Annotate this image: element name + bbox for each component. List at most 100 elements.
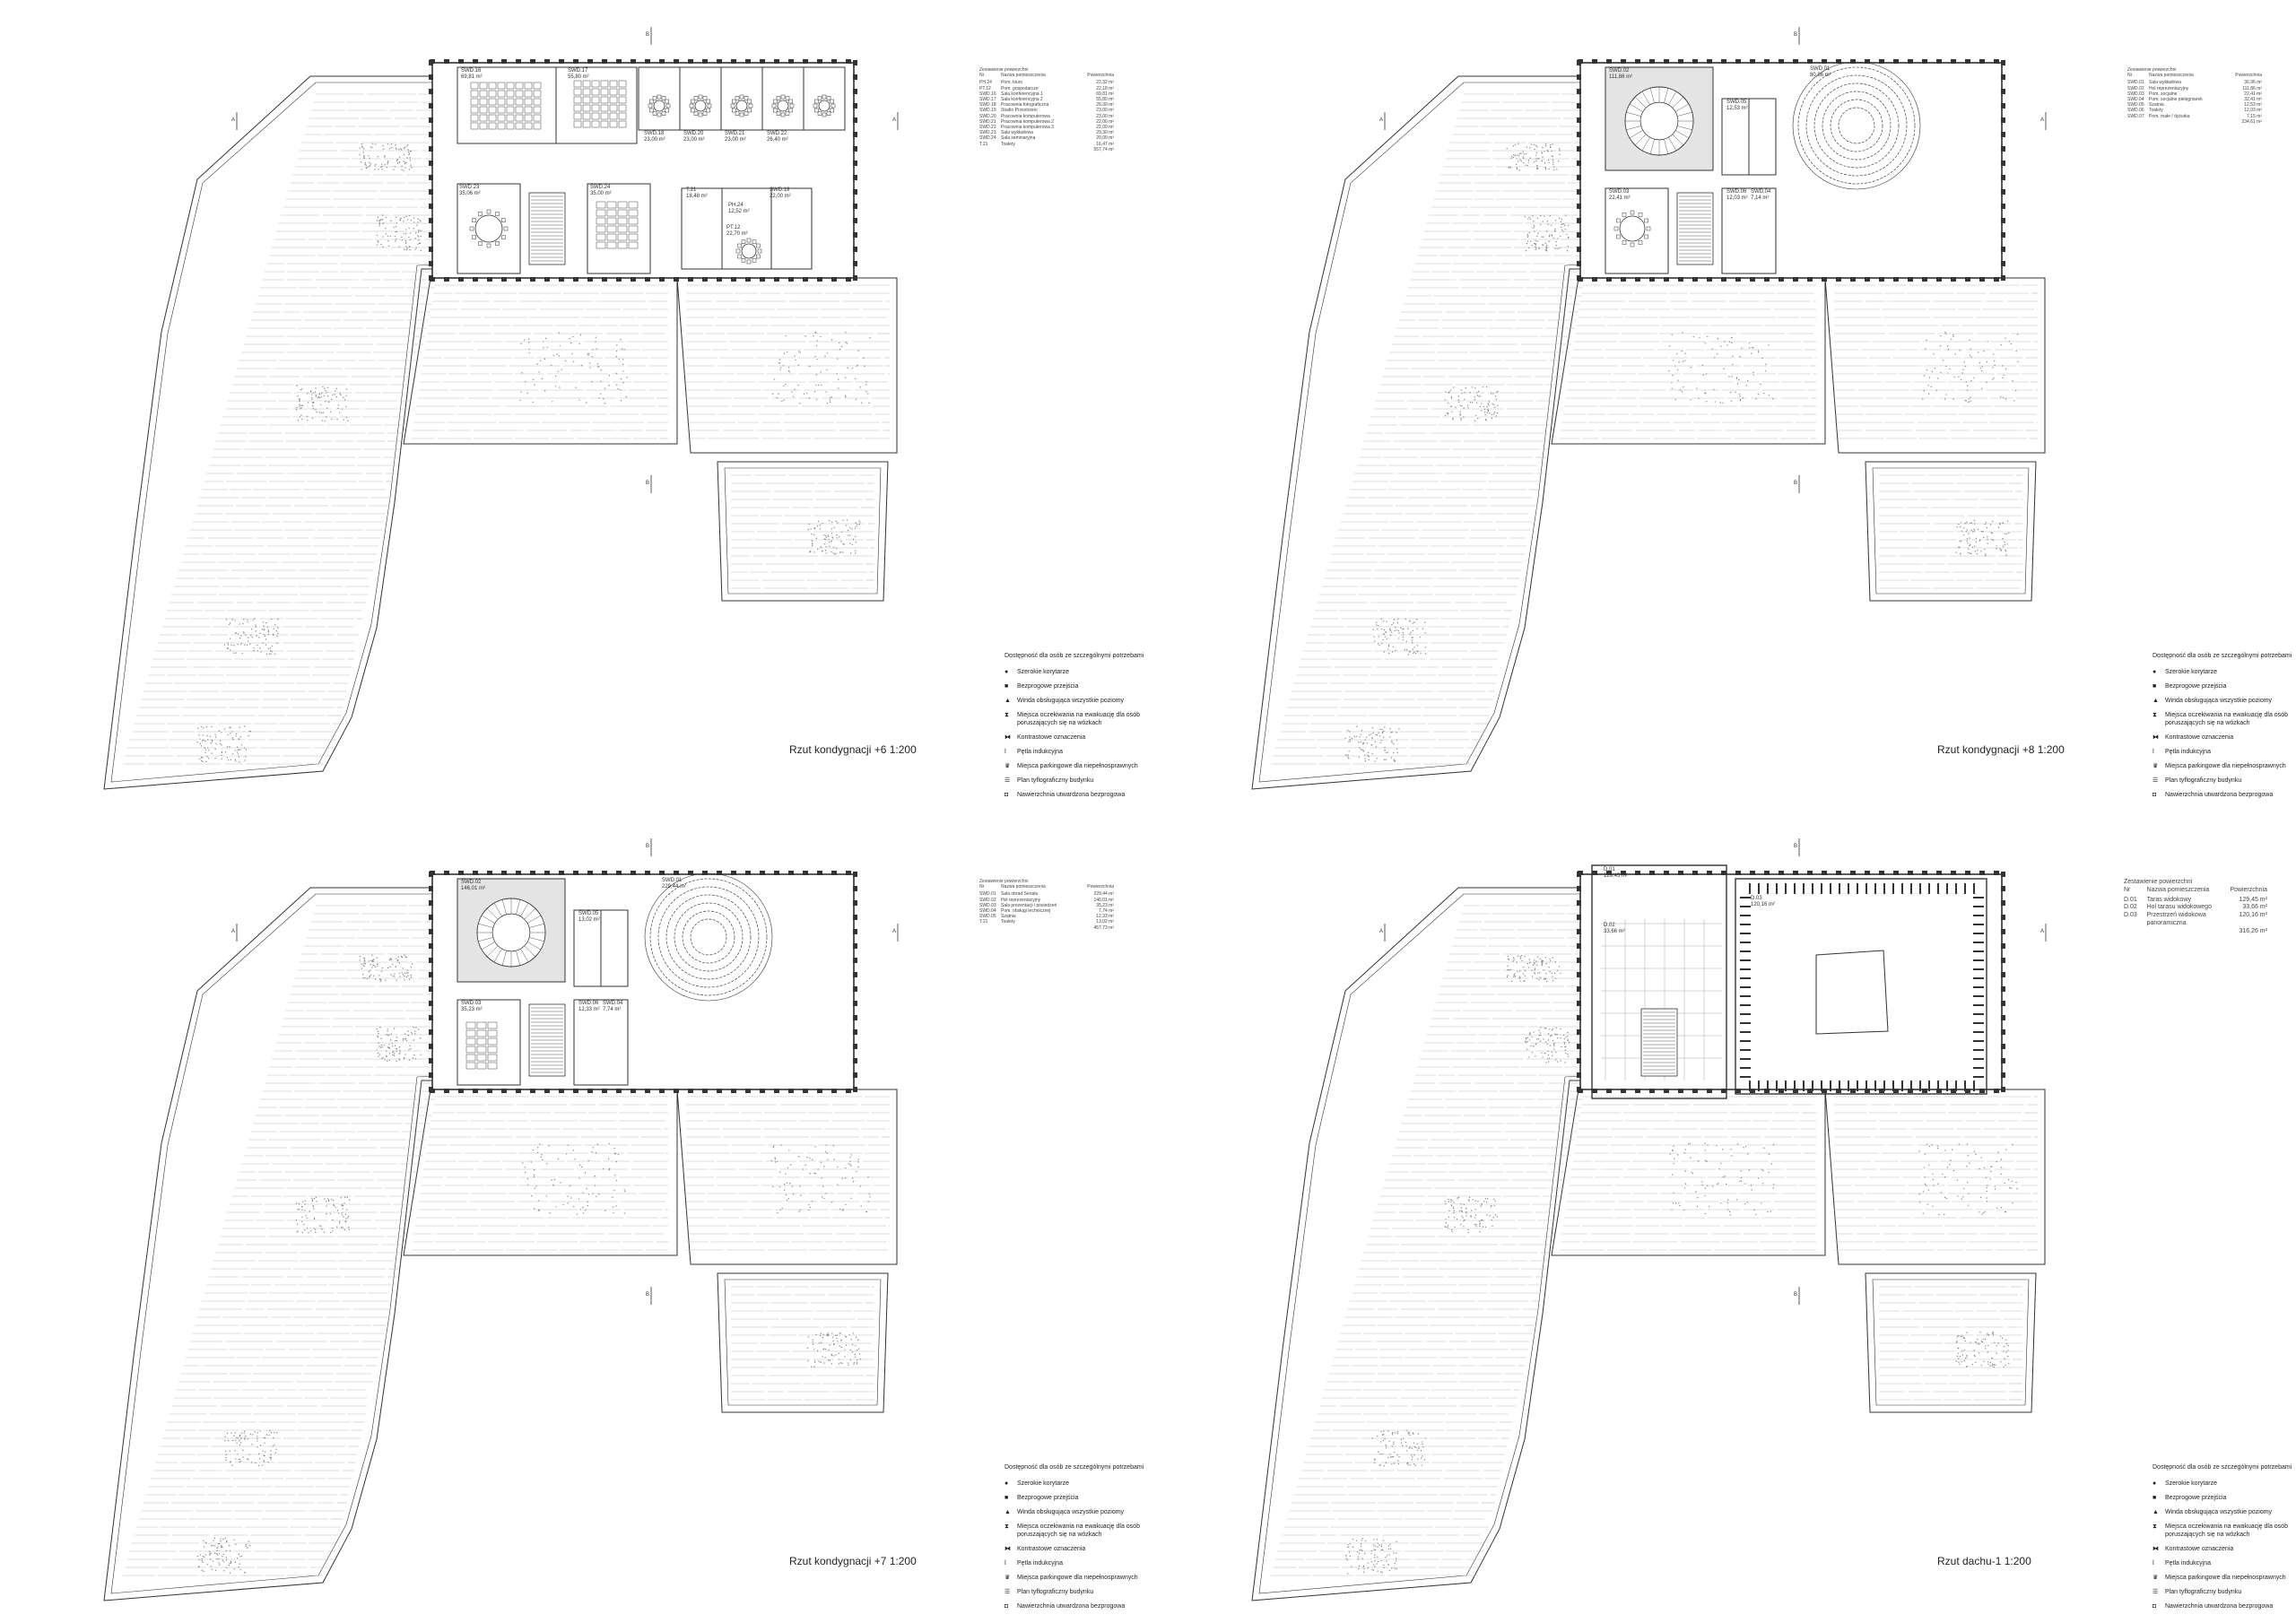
west-arrow-icon: A [231,117,235,123]
header-cell: Powierzchnia [2235,73,2262,79]
room-area: 35,00 m² [590,191,612,196]
circle-icon: ● [2152,669,2157,675]
table-cell: Pom. małe / dyżurka [2149,113,2190,119]
accessibility-legend: Dostępność dla osób ze szczególnymi potr… [1004,1463,1175,1617]
legend-label: Bezprogowe przejścia [2165,683,2227,690]
legend-item: ☰Plan tyflograficzny budynku [1004,777,1175,785]
legend-item: ⧗ Miejsca oczekiwania na ewakuację dla os… [2152,1523,2296,1539]
legend-title: Dostępność dla osób ze szczególnymi potr… [1004,1464,1144,1471]
lines-icon: ☰ [1004,777,1011,784]
legend-title: Dostępność dla osób ze szczególnymi potr… [2152,1464,2292,1471]
legend-item: ♛Miejsca parkingowe dla niepełnosprawnyc… [2152,762,2296,770]
table-cell: SWD.06 [2127,108,2144,114]
table-row: SWD.03 Pom. socjalne 22,41 m² [2127,91,2262,97]
legend-label: Miejsca oczekiwania na ewakuację dla osó… [1017,712,1140,726]
header-cell: Nr [2124,886,2131,893]
legend-label: Kontrastowe oznaczenia [2165,734,2234,741]
room-area: 23,00 m² [725,137,746,143]
legend-label: Miejsca parkingowe dla niepełnosprawnych [2165,1575,2286,1581]
north-arrow-icon: B [1794,844,1797,849]
table-cell: Pom. biuro [1001,80,1023,86]
legend-title: Dostępność dla osób ze szczególnymi potr… [1004,653,1144,659]
legend-label: Szerokie korytarze [1017,669,1069,675]
table-cell: 69,81 m² [1096,91,1114,97]
legend-label: Winda obsługująca wszystkie poziomy [1017,1509,1125,1515]
table-cell: SWD.05 [2127,102,2144,108]
room-label: SWD.05 [578,911,599,916]
table-cell: SWD.21 [979,118,996,125]
table-cell [979,147,1001,152]
site-paving [103,887,898,1601]
table-cell: Pracownia komputerowa 3 [1001,125,1054,131]
table-cell [1001,147,1076,152]
table-cell [979,925,1001,931]
bar-icon: ǀ [1004,1560,1006,1567]
legend-label: Szerokie korytarze [2165,1480,2217,1487]
table-cell: SWD.22 [979,125,996,131]
triangle-icon: ▲ [1004,698,1011,704]
legend-label: Miejsca parkingowe dla niepełnosprawnych [1017,763,1138,769]
room-label: SWD.02 [461,880,482,885]
table-row: 557,74 m² [979,147,1114,152]
legend-item: ♛Miejsca parkingowe dla niepełnosprawnyc… [2152,1574,2296,1582]
room-area: 12,53 m² [1726,106,1748,111]
table-cell: 12,33 m² [1096,914,1114,920]
room-area: 80,86 m² [1810,73,1831,78]
table-cell: 16,47 m² [1096,141,1114,147]
triangle-icon: ▲ [2152,1509,2159,1515]
table-row: 316,26 m² [2124,928,2267,936]
table-cell: 12,03 m² [2244,108,2262,114]
bar-icon: ǀ [1004,749,1006,755]
table-cell [1001,925,1076,931]
table-cell: Pom. socjalne [2149,91,2178,97]
room-label: PT.12 [726,225,741,230]
table-cell: 33,66 m² [2242,904,2267,911]
area-schedule-caption: Zestawienie powierzchni [2127,67,2177,73]
room-area: 23,00 m² [683,137,705,143]
legend-label: Plan tyflograficzny budynku [2165,777,2242,784]
west-arrow-icon: A [1379,117,1383,123]
table-cell: Pom. obsługi technicznej [1001,908,1051,915]
room-label: SWD.20 [683,131,704,136]
room-label: D.03 [1751,896,1762,901]
legend-item: ǀ Pętla indukcyjna [1004,1559,1175,1567]
hourglass-icon: ⧗ [2152,1523,2157,1530]
hourglass-icon: ⧗ [1004,1523,1009,1530]
legend-item: ▲ Winda obsługująca wszystkie poziomy [2152,1508,2296,1516]
legend-label: Kontrastowe oznaczenia [1017,734,1086,741]
legend-item: ⧗Miejsca oczekiwania na ewakuację dla os… [1004,711,1175,727]
accessibility-legend: Dostępność dla osób ze szczególnymi potr… [2152,1463,2296,1617]
header-cell: Nr [2127,73,2133,79]
legend-label: Bezprogowe przejścia [2165,1495,2227,1501]
table-cell: 22,41 m² [2244,91,2262,97]
legend-label: Winda obsługująca wszystkie poziomy [2165,1509,2273,1515]
table-cell: Hol reprezentacyjny [2149,85,2189,91]
table-cell: Szatnia [1001,914,1016,920]
table-cell: 23,00 m² [1096,113,1114,119]
framed-square-icon: ◘ [1004,792,1009,798]
legend-label: Miejsca oczekiwania na ewakuację dla osó… [2165,1523,2288,1538]
legend-item: ☰Plan tyflograficzny budynku [1004,1588,1175,1596]
room-area: 18,48 m² [686,194,708,199]
circle-icon: ● [2152,1480,2157,1487]
room-label: SWD.04 [1751,189,1771,195]
legend-label: Pętla indukcyjna [1017,1560,1063,1567]
room-label: SWD.01 [1810,66,1831,72]
table-cell: 146,01 m² [1093,897,1114,903]
legend-item: ●Szerokie korytarze [1004,668,1175,676]
east-arrow-icon: A [892,117,896,123]
room-label: SWD.22 [767,131,787,136]
legend-item: ⧗ Miejsca oczekiwania na ewakuację dla os… [1004,1523,1175,1539]
crown-icon: ♛ [2152,763,2159,769]
legend-label: Miejsca oczekiwania na ewakuację dla osó… [1017,1523,1140,1538]
legend-label: Winda obsługująca wszystkie poziomy [1017,698,1125,704]
table-cell: SWD.03 [2127,91,2144,97]
table-cell: PH.24 [979,80,992,86]
legend-item: ◘ Nawierzchnia utwardzona bezprogowa [1004,791,1175,799]
legend-label: Nawierzchnia utwardzona bezprogowa [1017,792,1126,798]
table-cell: Sala prezentacji i posiedzeń [1001,902,1057,908]
